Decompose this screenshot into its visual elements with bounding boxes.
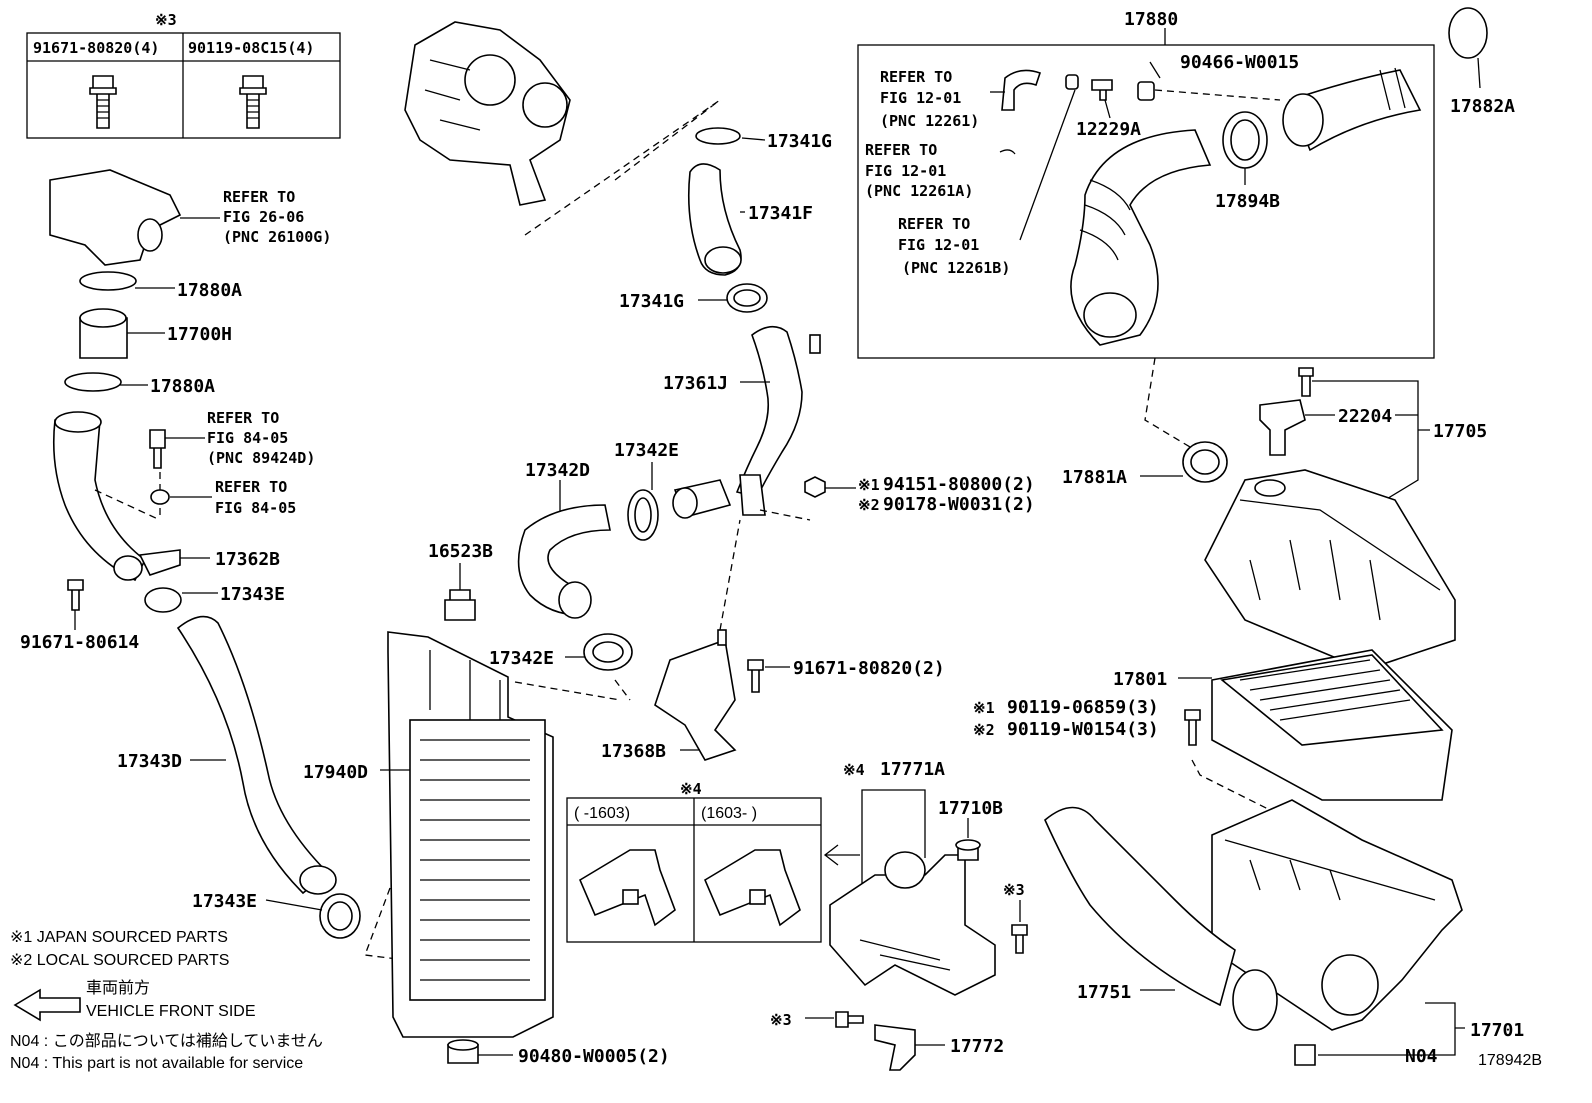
refer-r1-line2: FIG 12-01 [880, 89, 961, 107]
label-17342E-low: 17342E [489, 648, 554, 669]
variant-table: ※4 ( -1603) (1603- ) [566, 780, 860, 943]
flange-bolt-icon [89, 75, 117, 129]
refer-r3-line3: (PNC 12261B) [902, 259, 1010, 277]
label-17881A: 17881A [1062, 467, 1127, 488]
label-17772: 17772 [950, 1036, 1004, 1057]
air-inlet-assembly-box: 17880 REFER TO FIG 12-01 (PNC 12261) REF… [857, 9, 1435, 359]
bolt-table-mark: ※3 [155, 11, 177, 29]
center-intercooler-hoses: 17341G 17341F 17341G 17361J 17342E 17342… [517, 127, 856, 631]
part-17771A: ※4 17771A 17710B ※3 ※3 17772 [770, 759, 1028, 1071]
label-17343E-top: 17343E [220, 584, 285, 605]
part-17940D-intercooler: 17940D 16523B 90480-W0005(2) [303, 541, 670, 1067]
label-17882A: 17882A [1450, 96, 1515, 117]
label-17880: 17880 [1124, 9, 1178, 30]
legend: ※1 JAPAN SOURCED PARTS ※2 LOCAL SOURCED … [10, 929, 323, 1072]
label-17343E-low: 17343E [192, 891, 257, 912]
label-17940D: 17940D [303, 762, 368, 783]
label-17880A: 17880A [177, 280, 242, 301]
legend-n04-jp: N04 : この部品については補給していません [10, 1032, 323, 1050]
part-17882A: 17882A [1448, 7, 1515, 117]
part-17343D: 17343D 17343E [117, 615, 406, 961]
label-17362B: 17362B [215, 549, 280, 570]
bolt-table: ※3 91671-80820(4) 90119-08C15(4) [26, 11, 341, 139]
label-17705: 17705 [1433, 421, 1487, 442]
legend-japan: ※1 JAPAN SOURCED PARTS [10, 929, 228, 946]
label-12229A: 12229A [1076, 119, 1141, 140]
front-arrow-icon [13, 988, 81, 1022]
refer-r5-line3: (PNC 89424D) [207, 449, 315, 467]
label-17341F: 17341F [748, 203, 813, 224]
refer-r2-line2: FIG 12-01 [865, 162, 946, 180]
label-94151: 94151-80800(2) [883, 474, 1035, 495]
hex-bolt-icon [239, 75, 267, 129]
label-91671-80820: 91671-80820(2) [793, 658, 945, 679]
refer-r3-line1: REFER TO [898, 215, 970, 233]
mark-2a: ※2 [858, 496, 880, 514]
turbocharger-housing [404, 21, 721, 236]
refer-r1-line3: (PNC 12261) [880, 112, 979, 130]
refer-r4-line2: FIG 26-06 [223, 208, 304, 226]
label-17894B: 17894B [1215, 191, 1280, 212]
bolt-table-col2: 90119-08C15(4) [188, 39, 314, 57]
variant-col1: ( -1603) [574, 805, 630, 822]
variant-table-mark: ※4 [680, 780, 702, 798]
label-91671-80614: 91671-80614 [20, 632, 139, 653]
label-17368B: 17368B [601, 741, 666, 762]
bolt-table-col1: 91671-80820(4) [33, 39, 159, 57]
label-22204: 22204 [1338, 406, 1392, 427]
refer-r2-line1: REFER TO [865, 141, 937, 159]
figure-number: 178942B [1478, 1052, 1542, 1069]
label-90178: 90178-W0031(2) [883, 494, 1035, 515]
legend-n04-en: N04 : This part is not available for ser… [10, 1055, 303, 1072]
refer-r4-line1: REFER TO [223, 188, 295, 206]
label-90119-06859: 90119-06859(3) [1007, 697, 1159, 718]
label-17341G-mid: 17341G [619, 291, 684, 312]
label-17700H: 17700H [167, 324, 232, 345]
refer-r5-line2: FIG 84-05 [207, 429, 288, 447]
label-17361J: 17361J [663, 373, 728, 394]
label-90466: 90466-W0015 [1180, 52, 1299, 73]
mark-1b: ※1 [973, 699, 995, 717]
legend-local: ※2 LOCAL SOURCED PARTS [10, 952, 229, 969]
refer-r3-line2: FIG 12-01 [898, 236, 979, 254]
refer-r4-line3: (PNC 26100G) [223, 228, 331, 246]
label-17751: 17751 [1077, 982, 1131, 1003]
label-17880A-2: 17880A [150, 376, 215, 397]
variant-col2: (1603- ) [701, 805, 757, 822]
label-17342E-top: 17342E [614, 440, 679, 461]
mark-4-bracket: ※4 [843, 761, 865, 779]
label-17710B: 17710B [938, 798, 1003, 819]
left-turbo-outlet-parts: REFER TO FIG 26-06 (PNC 26100G) 17880A 1… [20, 169, 331, 653]
air-cleaner-assembly: 17881A 22204 17705 17801 17751 [1044, 357, 1524, 1067]
label-90480: 90480-W0005(2) [518, 1046, 670, 1067]
legend-front-en: VEHICLE FRONT SIDE [86, 1003, 256, 1020]
label-90119-W0154: 90119-W0154(3) [1007, 719, 1159, 740]
label-17341G-top: 17341G [767, 131, 832, 152]
refer-r5-line1: REFER TO [207, 409, 279, 427]
label-17343D: 17343D [117, 751, 182, 772]
legend-front-jp: 車両前方 [86, 979, 150, 997]
mark-3-low: ※3 [770, 1011, 792, 1029]
mark-2b: ※2 [973, 721, 995, 739]
label-17771A: 17771A [880, 759, 945, 780]
refer-r1-line1: REFER TO [880, 68, 952, 86]
label-17801: 17801 [1113, 669, 1167, 690]
lower-center-parts: 17342E 17368B 91671-80820(2) [489, 629, 945, 762]
refer-r6-line1: REFER TO [215, 478, 287, 496]
label-N04: N04 [1405, 1046, 1438, 1067]
refer-r2-line3: (PNC 12261A) [865, 182, 973, 200]
refer-r6-line2: FIG 84-05 [215, 499, 296, 517]
label-16523B: 16523B [428, 541, 493, 562]
mark-1a: ※1 [858, 476, 880, 494]
mark-3-right: ※3 [1003, 881, 1025, 899]
label-17701: 17701 [1470, 1020, 1524, 1041]
label-17342D: 17342D [525, 460, 590, 481]
